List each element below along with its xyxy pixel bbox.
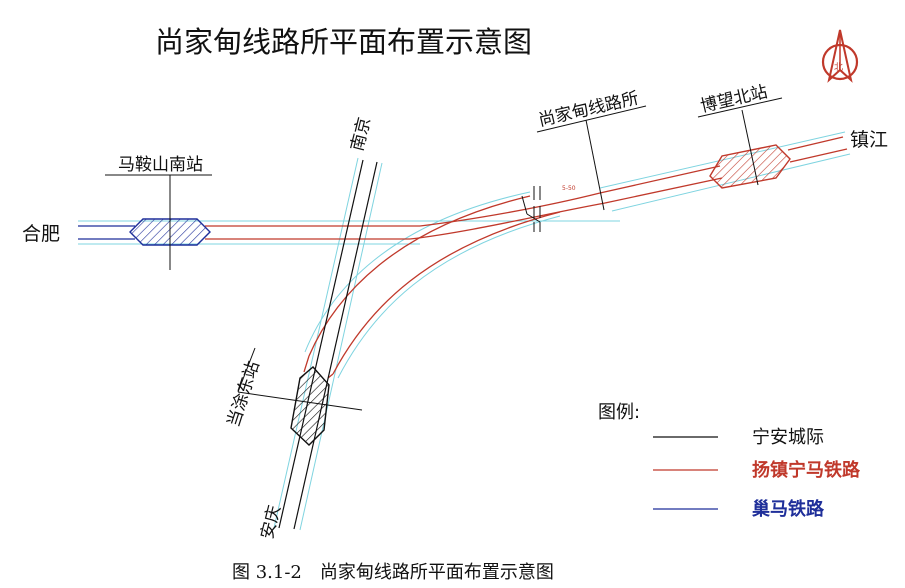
dangtu-east-station bbox=[237, 347, 363, 446]
maanshan-south-label: 马鞍山南站 bbox=[118, 155, 203, 175]
anqing-direction-label: 安庆 bbox=[257, 503, 285, 541]
svg-text:北: 北 bbox=[834, 62, 843, 73]
yangzhen-ningma-railway-line bbox=[205, 136, 848, 379]
ningan-intercity-line bbox=[278, 159, 378, 530]
north-arrow-icon: 北 bbox=[821, 29, 859, 83]
zhenjiang-direction-label: 镇江 bbox=[850, 129, 888, 151]
chaoma-railway-line bbox=[78, 225, 135, 240]
track-outlines bbox=[78, 131, 851, 531]
track-mark-label: 5-50 bbox=[562, 185, 576, 192]
shangjiadian-label: 尚家甸线路所 bbox=[537, 88, 641, 130]
legend-label-chaoma: 巢马铁路 bbox=[751, 498, 825, 520]
junction-marks bbox=[521, 186, 541, 232]
legend: 图例: 宁安城际 扬镇宁马铁路 巢马铁路 bbox=[598, 402, 861, 520]
legend-label-ningan: 宁安城际 bbox=[752, 427, 824, 448]
legend-title: 图例: bbox=[598, 402, 640, 423]
bowang-north-label: 博望北站 bbox=[699, 82, 770, 117]
nanjing-direction-label: 南京 bbox=[347, 115, 375, 153]
figure-caption: 图 3.1-2 尚家甸线路所平面布置示意图 bbox=[232, 562, 554, 583]
bowang-north-station bbox=[697, 97, 791, 189]
maanshan-south-station bbox=[105, 174, 212, 270]
hefei-direction-label: 合肥 bbox=[22, 223, 60, 245]
diagram-title: 尚家甸线路所平面布置示意图 bbox=[155, 25, 532, 59]
shangjiadian-station bbox=[536, 105, 647, 211]
dangtu-east-label: 当涂东站 bbox=[224, 359, 264, 430]
legend-label-yangzhen: 扬镇宁马铁路 bbox=[752, 459, 861, 481]
